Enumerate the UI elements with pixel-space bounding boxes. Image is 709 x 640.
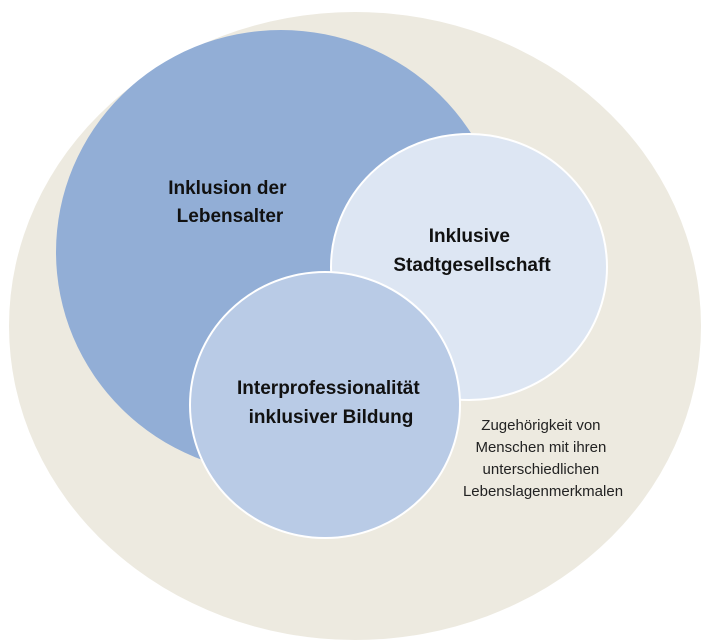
label-bildung-line: inklusiver Bildung [249, 407, 414, 428]
label-stadtgesellschaft-line: Inklusive [429, 226, 510, 247]
label-stadtgesellschaft: Inklusive Stadtgesellschaft [393, 226, 551, 276]
label-lebensalter-line: Inklusion der [168, 178, 287, 199]
label-lebensalter: Inklusion der Lebensalter [168, 178, 292, 227]
outer-note: Zugehörigkeit von Menschen mit ihren unt… [463, 417, 623, 500]
label-bildung: Interprofessionalität inklusiver Bildung [237, 378, 425, 428]
label-lebensalter-line: Lebensalter [177, 206, 284, 227]
label-bildung-line: Interprofessionalität [237, 378, 420, 399]
outer-note-line: Lebenslagenmerkmalen [463, 483, 623, 500]
circle-bildung [189, 271, 461, 539]
outer-note-line: unterschiedlichen [483, 461, 600, 478]
outer-note-line: Zugehörigkeit von [481, 417, 600, 434]
label-stadtgesellschaft-line: Stadtgesellschaft [393, 255, 551, 276]
outer-note-line: Menschen mit ihren [475, 439, 606, 456]
